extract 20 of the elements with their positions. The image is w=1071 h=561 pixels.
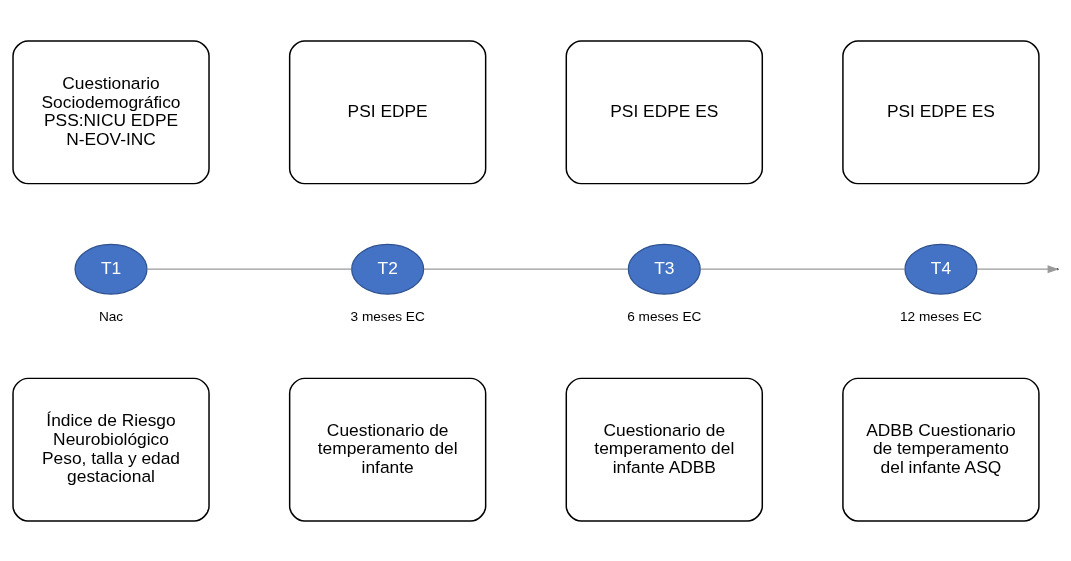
node-box: Índice de Riesgo Neurobiológico Peso, talla y edad gestacional — [12, 377, 210, 522]
connector — [423, 268, 629, 270]
node-box: PSI EDPE — [288, 39, 487, 184]
node-box: Cuestionario Sociodemográfico PSS:NICU EDPE N-EOV-INC — [12, 39, 210, 184]
node-box: Cuestionario de temperamento del infante ADBB — [565, 377, 764, 522]
node-ellipse: T3 — [627, 243, 701, 295]
node-box: PSI EDPE ES — [842, 39, 1040, 184]
node-ellipse: T1 — [74, 243, 148, 295]
arrow — [976, 264, 1059, 273]
node-box: PSI EDPE ES — [565, 39, 764, 184]
node-box: Cuestionario de temperamento del infante — [288, 377, 487, 522]
connector — [699, 268, 906, 270]
node-label: 6 meses EC — [627, 308, 702, 324]
node-ellipse: T4 — [904, 243, 978, 295]
node-box: ADBB Cuestionario de temperamento del infante ASQ — [842, 377, 1040, 522]
node-ellipse: T2 — [351, 243, 425, 295]
node-label: Nac — [98, 308, 124, 324]
node-label: 3 meses EC — [350, 308, 425, 324]
connector — [146, 268, 353, 270]
node-label: 12 meses EC — [900, 308, 982, 324]
